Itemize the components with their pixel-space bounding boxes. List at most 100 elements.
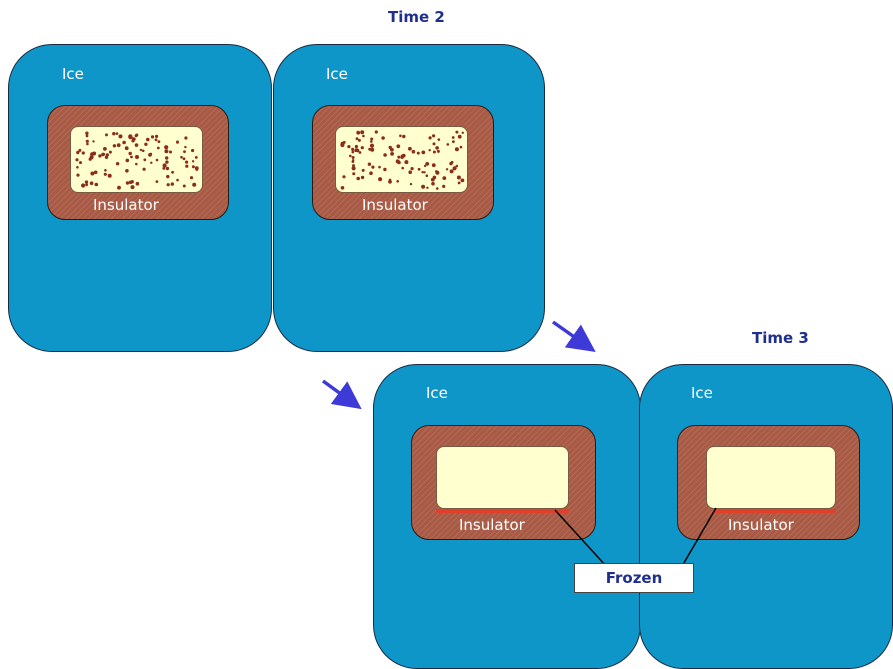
particle-dot: [452, 166, 457, 171]
particle-dot: [459, 145, 463, 149]
arrow-time2-to-time3: [551, 320, 596, 353]
frozen-callout: Frozen: [574, 563, 694, 593]
ice-box-time2-left: Ice Insulator: [8, 44, 272, 352]
particle-dot: [451, 136, 455, 139]
particle-dot: [426, 186, 429, 189]
particle-dot: [76, 173, 80, 177]
insulator-label: Insulator: [362, 196, 428, 214]
insulator-label: Insulator: [728, 516, 794, 534]
particle-dot: [150, 135, 155, 139]
particle-dot: [135, 181, 140, 186]
particle-dot: [388, 145, 392, 150]
ice-box-time2-right: Ice Insulator: [273, 44, 545, 352]
particle-dot: [125, 181, 130, 185]
particle-dot: [130, 155, 133, 159]
particle-dot: [417, 167, 421, 171]
particle-dot: [347, 145, 351, 149]
particle-dot: [431, 181, 435, 186]
particle-dot: [169, 150, 172, 154]
particle-dot: [104, 169, 107, 172]
particle-dot: [84, 180, 89, 184]
particle-dot: [165, 166, 170, 171]
particle-dot: [445, 168, 449, 171]
particle-dot: [90, 171, 95, 176]
particle-dot: [189, 176, 194, 180]
particle-dot: [155, 134, 159, 138]
cavity-with-particles: [335, 126, 468, 193]
particle-dot: [397, 155, 401, 159]
particle-dot: [356, 176, 360, 181]
particle-dot: [182, 157, 186, 161]
particle-dot: [423, 171, 426, 174]
particle-dot: [371, 165, 375, 169]
particle-dot: [78, 148, 82, 152]
particle-dot: [155, 180, 159, 183]
ice-label: Ice: [62, 65, 84, 83]
particle-dot: [128, 134, 133, 139]
particle-dot: [378, 165, 381, 169]
particle-dot: [457, 134, 462, 139]
cavity-with-particles: [70, 126, 203, 193]
particle-dot: [360, 146, 364, 150]
particle-dot: [404, 160, 409, 165]
particle-dot: [352, 172, 356, 176]
particle-dot: [144, 142, 148, 146]
particle-dot: [357, 138, 361, 142]
particle-dot: [367, 162, 372, 166]
particle-dot: [143, 158, 147, 162]
particle-dot: [184, 136, 188, 140]
particle-dot: [75, 158, 79, 162]
particle-dot: [369, 143, 375, 148]
particle-dot: [432, 150, 436, 154]
particle-dot: [92, 151, 97, 156]
particle-dot: [455, 130, 459, 134]
particle-dot: [88, 157, 92, 161]
particle-dot: [125, 158, 130, 163]
particle-dot: [85, 139, 89, 143]
particle-dot: [396, 144, 401, 149]
particle-dot: [112, 132, 116, 136]
particle-dot: [164, 145, 169, 150]
particle-dot: [103, 172, 107, 176]
particle-dot: [166, 174, 170, 179]
particle-dot: [411, 149, 416, 154]
particle-dot: [435, 170, 440, 175]
particle-dot: [370, 140, 373, 143]
particle-dot: [369, 171, 373, 175]
ice-label: Ice: [691, 384, 713, 402]
particle-dot: [351, 150, 355, 154]
particle-dot: [355, 137, 359, 141]
particle-dot: [149, 152, 153, 156]
particle-dot: [351, 156, 355, 159]
particle-dot: [416, 151, 420, 155]
particle-dot: [361, 168, 365, 172]
insulator: Insulator: [312, 105, 494, 220]
particle-dot: [381, 136, 385, 140]
particle-dot: [128, 151, 132, 156]
particle-dot: [442, 176, 447, 180]
particle-dot: [191, 148, 195, 153]
particle-dot: [437, 138, 441, 141]
particle-dot: [349, 154, 352, 158]
particle-dot: [130, 185, 135, 190]
particle-dot: [134, 134, 138, 138]
particle-dot: [452, 140, 455, 143]
particle-dot: [85, 183, 88, 187]
particle-dot: [191, 160, 195, 163]
particle-dot: [180, 155, 183, 159]
particle-dot: [112, 144, 117, 148]
particle-dot: [176, 178, 179, 182]
particle-dot: [135, 162, 138, 166]
particle-dot: [79, 161, 82, 165]
callout-line-right: [680, 507, 717, 569]
particle-dot: [76, 166, 79, 169]
particle-dot: [410, 167, 414, 171]
particle-dot: [141, 149, 145, 153]
particle-dot: [105, 153, 109, 157]
particle-dot: [399, 134, 402, 138]
particle-dot: [108, 150, 112, 154]
particle-dot: [98, 154, 102, 158]
particle-dot: [356, 130, 361, 135]
